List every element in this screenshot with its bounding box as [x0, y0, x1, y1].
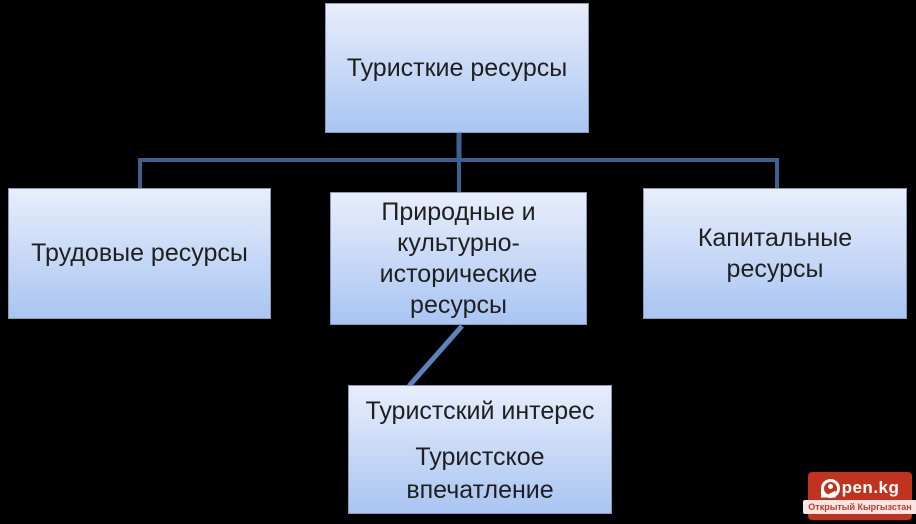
openkg-brand-text: pen.kg	[841, 478, 900, 497]
openkg-tagline: Открытый Кыргызстан	[803, 500, 916, 514]
node-natural-cultural-resources: Природные и культурно- исторические ресу…	[330, 192, 587, 325]
openkg-logo: pen.kg Открытый Кыргызстан	[803, 472, 916, 520]
node-touristic-resources: Туристкие ресурсы	[325, 3, 589, 133]
node-label-line: Туристское	[415, 443, 545, 471]
node-label-line: Туристкие ресурсы	[346, 53, 568, 82]
node-labor-resources: Трудовые ресурсы	[8, 188, 271, 319]
node-label-line: исторические	[379, 260, 538, 288]
node-label-line: Капитальные	[697, 223, 853, 252]
node-label-line: культурно-	[397, 229, 520, 257]
node-label-line: Природные и	[381, 198, 536, 226]
openkg-reader-icon	[820, 478, 840, 498]
node-label-line: ресурсы	[410, 291, 507, 319]
node-label-line: Трудовые ресурсы	[31, 239, 248, 267]
node-label-line: впечатление	[406, 476, 554, 504]
node-label-line: ресурсы	[726, 254, 824, 283]
openkg-logo-row: pen.kg	[820, 478, 900, 498]
connector-diagonal	[407, 324, 464, 388]
node-label-line: Туристский интерес	[365, 397, 595, 425]
node-tourist-interest: Туристский интерес Туристское впечатлени…	[348, 385, 612, 514]
node-capital-resources: Капитальные ресурсы	[643, 188, 907, 319]
